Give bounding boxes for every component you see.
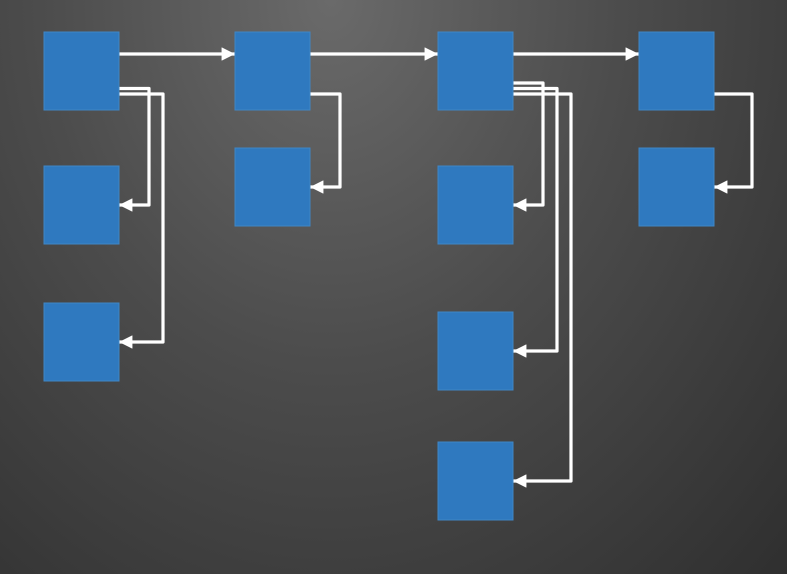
node-box-n11: [638, 147, 715, 227]
node-layer: [43, 31, 715, 521]
connector-layer: [117, 47, 754, 488]
node-box-n8: [437, 311, 514, 391]
arrow-n4-to-n5: [308, 92, 342, 194]
node-box-n6: [437, 31, 514, 111]
node-box-n4: [234, 31, 311, 111]
node-box-n5: [234, 147, 311, 227]
arrow-n6-to-n8: [511, 86, 559, 358]
arrow-n1-to-n2: [117, 86, 151, 212]
node-box-n1: [43, 31, 120, 111]
node-box-n2: [43, 165, 120, 245]
arrow-n6-to-n9: [511, 92, 573, 488]
arrow-n1-to-n3: [117, 92, 165, 349]
node-box-n3: [43, 302, 120, 382]
arrow-n10-to-n11: [712, 92, 754, 194]
arrow-n6-to-n7: [511, 81, 545, 212]
node-box-n9: [437, 441, 514, 521]
node-box-n7: [437, 165, 514, 245]
node-box-n10: [638, 31, 715, 111]
